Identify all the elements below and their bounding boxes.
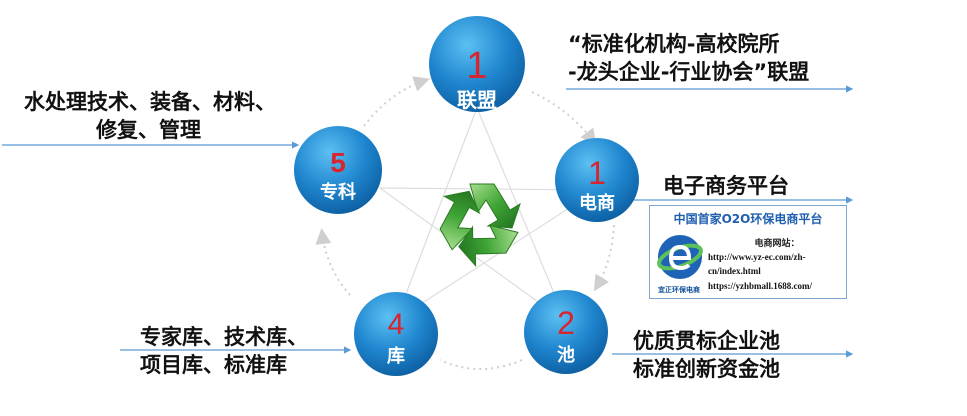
note-ecommerce: 电子商务平台 <box>663 172 789 200</box>
node-alliance-label: 联盟 <box>457 88 497 112</box>
node-specialty-label: 专科 <box>320 181 356 203</box>
star-line <box>476 107 567 323</box>
note-specialty: 水处理技术、装备、材料、 修复、管理 <box>24 88 276 144</box>
note-specialty-line-1: 水处理技术、装备、材料、 <box>24 90 276 114</box>
cycle-arrows <box>315 76 615 370</box>
star-lines <box>379 107 598 323</box>
node-ecommerce-label: 电商 <box>579 192 615 214</box>
note-alliance: “标准化机构-高校院所 -龙头企业-行业协会”联盟 <box>568 30 809 86</box>
node-pool: 2 池 <box>524 290 608 374</box>
e-globe-logo <box>657 235 703 279</box>
node-ecommerce-number: 1 <box>588 155 606 191</box>
note-alliance-line-1: “标准化机构-高校院所 <box>568 32 780 56</box>
note-pool-line-1: 优质贯标企业池 <box>633 329 780 353</box>
node-pool-number: 2 <box>557 305 575 341</box>
arrow-alliance-to-ecommerce <box>531 91 597 146</box>
connector-lines <box>2 85 854 358</box>
node-ecommerce: 1 电商 <box>555 138 639 222</box>
arrow-pool-to-library <box>439 359 523 370</box>
note-specialty-line-2: 修复、管理 <box>96 118 201 142</box>
node-pool-label: 池 <box>557 344 575 366</box>
node-specialty-number: 5 <box>330 147 346 178</box>
node-library-label: 库 <box>387 345 405 367</box>
node-alliance-number: 1 <box>466 45 487 87</box>
ecommerce-site-label: 电商网站： <box>754 239 800 249</box>
ecommerce-logo-text: 宜正环保电商 <box>658 286 700 294</box>
note-library-line-2: 项目库、标准库 <box>140 353 287 377</box>
note-pool-line-2: 标准创新资金池 <box>633 357 780 381</box>
ecommerce-platform-card: 中国首家O2O环保电商平台 宜正环保电商 电商网站： http://www.yz… <box>649 205 847 299</box>
node-alliance: 1 联盟 <box>429 16 525 112</box>
star-line <box>395 189 598 321</box>
ecommerce-url-line-2[interactable]: cn/index.html <box>708 266 761 276</box>
node-specialty: 5 专科 <box>294 126 382 214</box>
note-ecommerce-line-1: 电子商务平台 <box>663 174 789 198</box>
ecommerce-url-line-1[interactable]: http://www.yz-ec.com/zh- <box>708 252 806 262</box>
arrow-library-to-specialty <box>315 228 351 296</box>
arrow-specialty-to-alliance <box>363 76 430 127</box>
star-line <box>395 107 478 321</box>
arrow-ecommerce-to-pool <box>593 224 615 292</box>
recycle-icon <box>439 183 521 267</box>
note-library: 专家库、技术库、 项目库、标准库 <box>140 323 308 379</box>
node-library: 4 库 <box>354 292 438 376</box>
note-pool: 优质贯标企业池 标准创新资金池 <box>633 327 780 383</box>
node-library-number: 4 <box>388 308 405 341</box>
ecommerce-url-line-3[interactable]: https://yzhbmall.1688.com/ <box>708 281 813 291</box>
ecommerce-card-title: 中国首家O2O环保电商平台 <box>673 212 823 226</box>
note-alliance-line-2: -龙头企业-行业协会”联盟 <box>568 60 810 84</box>
note-library-line-1: 专家库、技术库、 <box>140 325 308 349</box>
